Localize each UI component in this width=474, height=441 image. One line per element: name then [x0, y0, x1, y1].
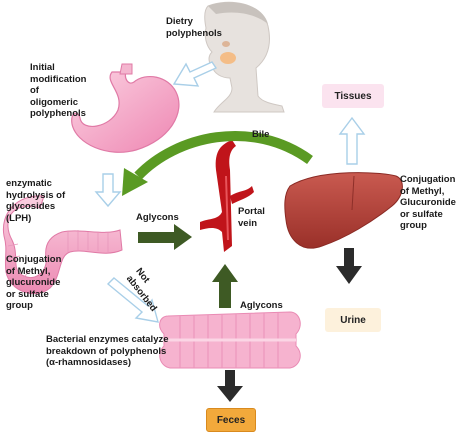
urine-label: Urine — [340, 314, 366, 326]
feces-label: Feces — [216, 414, 246, 426]
small-intestine-icon — [2, 195, 123, 295]
not-absorbed-arrow — [106, 277, 159, 323]
stomach-icon — [71, 63, 180, 153]
aglycons-bottom-label: Aglycons — [240, 300, 283, 311]
bile-arrow — [122, 130, 313, 196]
conjugation-small-intestine-label: Conjugation of Methyl, glucuronide or su… — [6, 254, 62, 311]
bile-label: Bile — [252, 129, 270, 140]
portal-vein-icon — [200, 140, 254, 252]
aglycons-top-label: Aglycons — [136, 212, 179, 223]
aglycon-arrow-to-portal — [138, 224, 192, 250]
dietary-to-stomach-arrow — [172, 61, 218, 87]
conjugation-liver-label: Conjugation of Methyl, Glucuronide or su… — [400, 174, 456, 231]
urine-box: Urine — [325, 308, 381, 332]
stomach-to-intestine-arrow — [94, 173, 122, 208]
urine-arrow — [336, 248, 362, 284]
feces-arrow — [217, 370, 243, 402]
aglycon-arrow-up — [212, 264, 238, 308]
large-intestine-icon — [159, 311, 301, 369]
dietary-polyphenols-label: Dietry polyphenols — [166, 16, 222, 39]
bacterial-enzymes-label: Bacterial enzymes catalyze breakdown of … — [46, 334, 169, 368]
tissues-box: Tissues — [322, 84, 384, 108]
initial-modification-label: Initial modification of oligomeric polyp… — [30, 62, 87, 119]
liver-to-tissues-arrow — [338, 116, 366, 165]
feces-box: Feces — [206, 408, 256, 432]
portal-vein-label: Portal vein — [238, 206, 265, 229]
human-head-icon — [204, 1, 285, 113]
enzymatic-hydrolysis-label: enzymatic hydrolysis of glycosides (LPH) — [6, 178, 66, 224]
tissues-label: Tissues — [334, 90, 372, 102]
liver-icon — [284, 172, 403, 249]
